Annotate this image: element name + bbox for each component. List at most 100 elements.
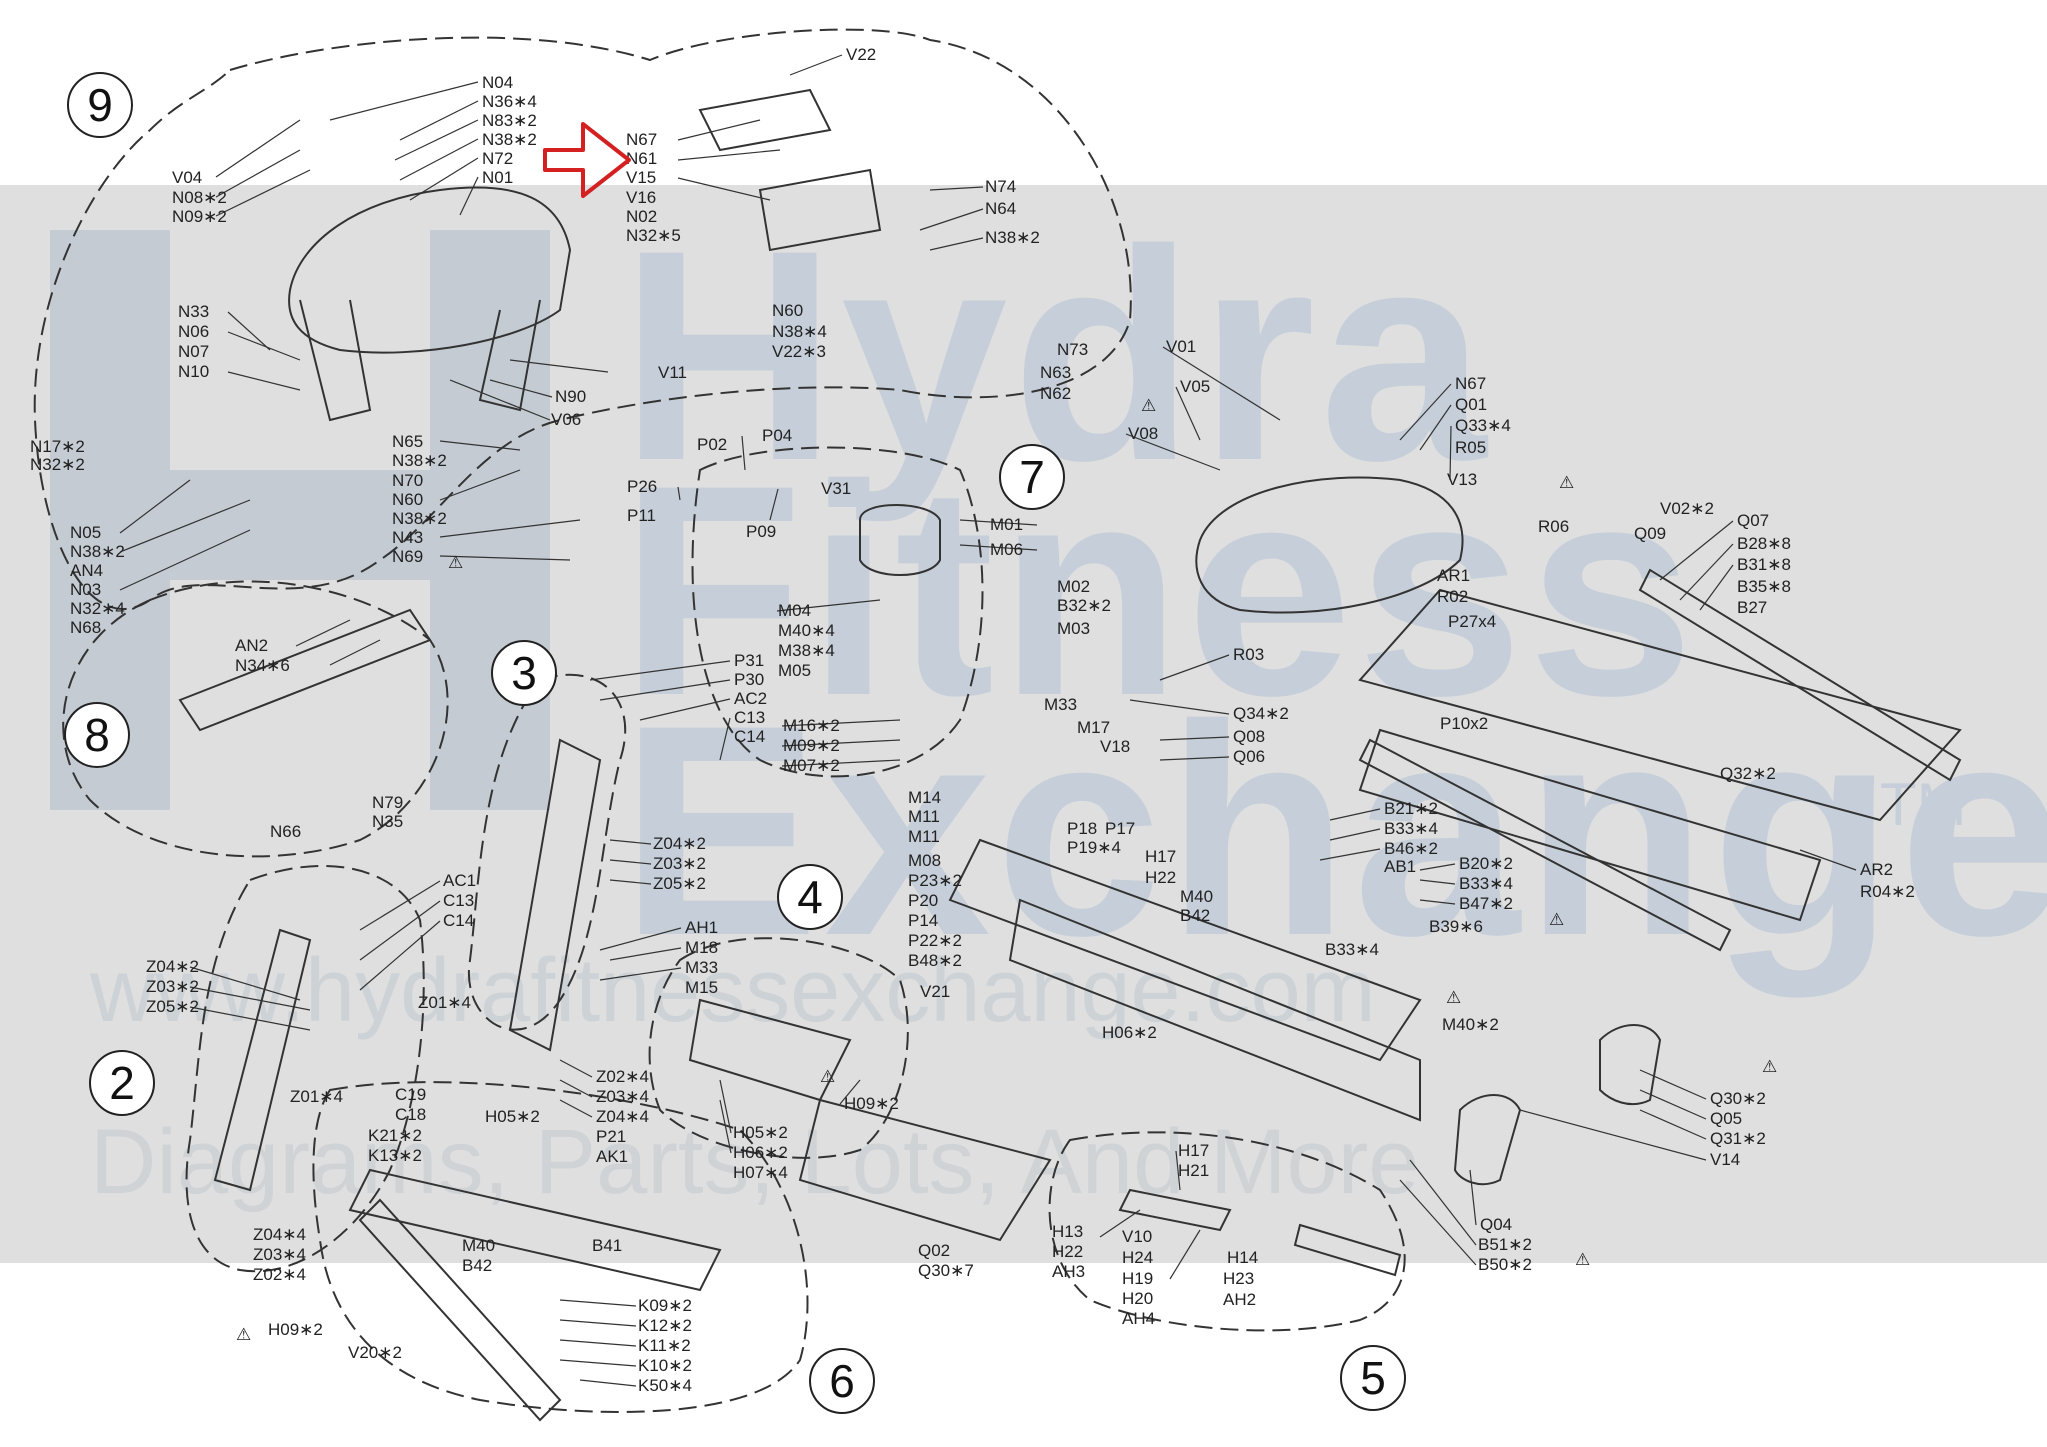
- part-label: H05∗2: [485, 1107, 540, 1126]
- part-label: N10: [178, 362, 209, 381]
- part-label: B32∗2: [1057, 596, 1111, 615]
- part-label: V13: [1447, 470, 1477, 489]
- leader-line: [227, 311, 271, 351]
- part-label: M15: [685, 978, 718, 997]
- part-outline: [178, 608, 432, 732]
- warning-triangle-icon: ⚠: [1446, 988, 1461, 1007]
- part-label: N09∗2: [172, 207, 227, 226]
- group-5-number: 5: [1360, 1352, 1386, 1404]
- warning-triangle-icon: ⚠: [448, 553, 463, 572]
- part-label: Q08: [1233, 727, 1265, 746]
- part-label: Q07: [1737, 511, 1769, 530]
- group-region-outline: [691, 446, 984, 778]
- part-label: N83∗2: [482, 111, 537, 130]
- leader-line: [1329, 808, 1381, 821]
- leader-line: [359, 900, 441, 961]
- part-outline: [1118, 1188, 1232, 1232]
- part-label: N32∗2: [30, 455, 85, 474]
- part-label: Q31∗2: [1710, 1129, 1766, 1148]
- part-label: B33∗4: [1459, 874, 1513, 893]
- leader-line: [929, 237, 984, 251]
- part-label: B21∗2: [1384, 799, 1438, 818]
- part-label: AH4: [1122, 1309, 1155, 1328]
- part-label: N02: [626, 207, 657, 226]
- part-label: K09∗2: [638, 1296, 692, 1315]
- leader-line: [589, 660, 731, 681]
- part-label: AC1: [443, 871, 476, 890]
- leader-line: [1159, 654, 1230, 681]
- part-label: Q30∗2: [1710, 1089, 1766, 1108]
- part-label: N74: [985, 177, 1016, 196]
- leader-line: [399, 138, 479, 181]
- part-label: N65: [392, 432, 423, 451]
- part-label: P21: [596, 1127, 626, 1146]
- part-label: M14: [908, 788, 941, 807]
- part-label: N38∗2: [482, 130, 537, 149]
- leader-line: [227, 371, 301, 391]
- part-label: N73: [1057, 340, 1088, 359]
- leader-line: [781, 739, 901, 747]
- part-label: Z05∗2: [146, 997, 199, 1016]
- watermark-tagline: Diagrams, Parts, Lots, And More: [90, 1111, 1420, 1213]
- part-label: Z02∗4: [253, 1265, 306, 1284]
- leader-line: [559, 1099, 593, 1118]
- group-3-number: 3: [511, 647, 537, 699]
- leader-line: [599, 679, 731, 701]
- leader-line: [719, 1099, 732, 1154]
- part-outline: [1195, 476, 1464, 614]
- leader-line: [439, 555, 571, 561]
- part-label: AR1: [1437, 566, 1470, 585]
- leader-line: [489, 379, 553, 398]
- part-label: Q06: [1233, 747, 1265, 766]
- leader-line: [1125, 433, 1221, 471]
- part-label: P17: [1105, 819, 1135, 838]
- part-label: P10x2: [1440, 714, 1488, 733]
- part-label: P26: [627, 477, 657, 496]
- leader-line: [959, 544, 1038, 551]
- part-label: V22: [846, 45, 876, 64]
- leader-line: [1099, 1209, 1141, 1238]
- leader-line: [459, 176, 479, 216]
- part-label: V04: [172, 168, 202, 187]
- part-label: H20: [1122, 1289, 1153, 1308]
- leader-line: [1449, 425, 1452, 481]
- group-region-outline: [62, 580, 449, 858]
- part-label: H22: [1052, 1242, 1083, 1261]
- part-label: M01: [990, 515, 1023, 534]
- part-label: N69: [392, 547, 423, 566]
- part-label: C18: [395, 1105, 426, 1124]
- part-label: M33: [1044, 695, 1077, 714]
- part-label: N67: [626, 130, 657, 149]
- part-label: P18: [1067, 819, 1097, 838]
- group-region-outline: [648, 937, 909, 1159]
- part-label: B47∗2: [1459, 894, 1513, 913]
- part-label: K11∗2: [638, 1336, 691, 1355]
- part-label: V01: [1166, 337, 1196, 356]
- part-label: N72: [482, 149, 513, 168]
- leader-line: [781, 759, 901, 767]
- group-9-number: 9: [87, 79, 113, 131]
- part-label: P30: [734, 670, 764, 689]
- leader-line: [409, 157, 479, 201]
- leader-line: [1639, 1069, 1707, 1100]
- part-label: B50∗2: [1478, 1255, 1532, 1274]
- part-label: Q04: [1480, 1215, 1512, 1234]
- part-label: M02: [1057, 577, 1090, 596]
- part-label: Z03∗4: [253, 1245, 306, 1264]
- part-label: R04∗2: [1860, 882, 1915, 901]
- leader-line: [1162, 346, 1281, 421]
- leader-line: [609, 839, 652, 845]
- part-label: H17: [1178, 1141, 1209, 1160]
- part-outline: [859, 504, 941, 576]
- part-outline: [1008, 898, 1421, 1122]
- part-outline: [213, 928, 312, 1192]
- part-label: M17: [1077, 718, 1110, 737]
- leader-line: [559, 1339, 637, 1347]
- part-label: H17: [1145, 847, 1176, 866]
- part-label: P23∗2: [908, 871, 962, 890]
- warning-triangle-icon: ⚠: [1575, 1250, 1590, 1269]
- part-outline: [1293, 1223, 1402, 1277]
- part-label: N90: [555, 387, 586, 406]
- part-label: V08: [1128, 424, 1158, 443]
- part-label: Z04∗4: [253, 1225, 306, 1244]
